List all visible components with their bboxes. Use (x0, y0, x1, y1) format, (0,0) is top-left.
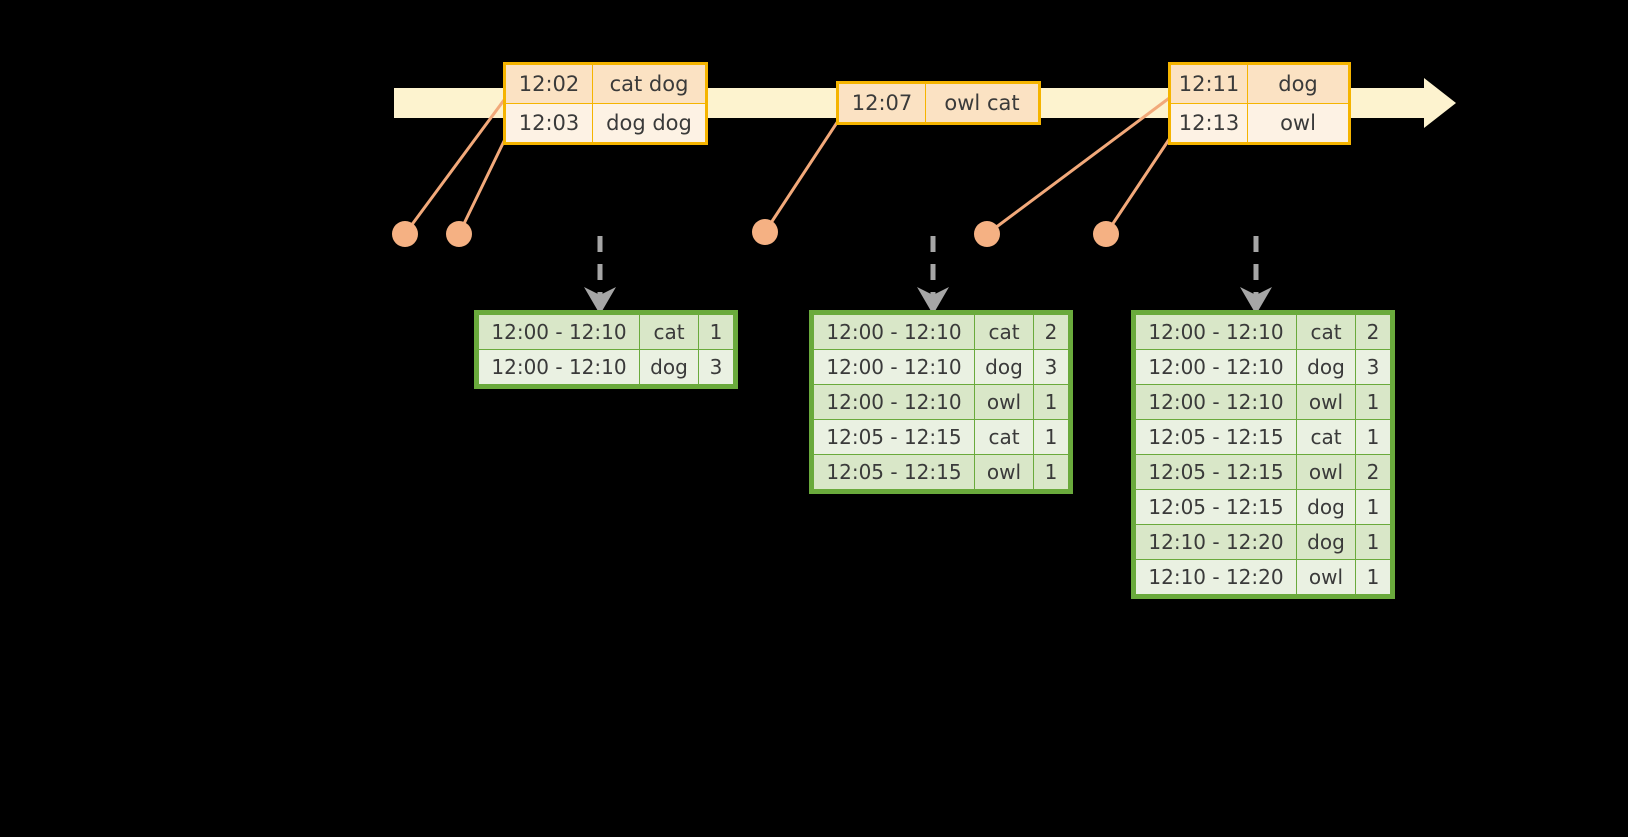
event-row: 12:11 dog (1169, 63, 1350, 104)
window-cell: 12:00 - 12:10 (1136, 315, 1296, 349)
count-cell: 1 (1356, 525, 1390, 559)
event-words: owl cat (925, 82, 1040, 124)
word-cell: dog (1297, 525, 1355, 559)
word-cell: owl (975, 385, 1033, 419)
word-cell: owl (1297, 385, 1355, 419)
word-cell: cat (975, 315, 1033, 349)
count-cell: 3 (1356, 350, 1390, 384)
count-cell: 1 (1356, 420, 1390, 454)
window-cell: 12:00 - 12:10 (1136, 385, 1296, 419)
count-cell: 1 (1356, 560, 1390, 594)
event-time: 12:07 (837, 82, 926, 124)
window-cell: 12:05 - 12:15 (814, 420, 974, 454)
event-words: owl (1247, 103, 1350, 144)
count-cell: 2 (1356, 315, 1390, 349)
event-box-1: 12:02 cat dog 12:03 dog dog (503, 62, 708, 145)
word-cell: cat (975, 420, 1033, 454)
event-marker-dot-3 (752, 219, 778, 245)
word-cell: owl (1297, 455, 1355, 489)
window-cell: 12:00 - 12:10 (479, 315, 639, 349)
word-cell: dog (975, 350, 1033, 384)
window-cell: 12:10 - 12:20 (1136, 560, 1296, 594)
event-box-2: 12:07 owl cat (836, 81, 1041, 125)
event-time: 12:03 (504, 103, 593, 144)
window-cell: 12:05 - 12:15 (814, 455, 974, 489)
window-cell: 12:00 - 12:10 (814, 350, 974, 384)
window-cell: 12:00 - 12:10 (479, 350, 639, 384)
event-row: 12:02 cat dog (504, 63, 707, 104)
count-cell: 3 (1034, 350, 1068, 384)
count-cell: 1 (699, 315, 733, 349)
window-cell: 12:05 - 12:15 (1136, 490, 1296, 524)
count-cell: 2 (1356, 455, 1390, 489)
word-cell: cat (1297, 315, 1355, 349)
word-cell: owl (1297, 560, 1355, 594)
event-marker-dot-5 (1093, 221, 1119, 247)
word-cell: owl (975, 455, 1033, 489)
event-words: dog dog (592, 103, 707, 144)
event-row: 12:07 owl cat (837, 82, 1040, 124)
window-cell: 12:10 - 12:20 (1136, 525, 1296, 559)
event-time: 12:02 (504, 63, 593, 104)
event-words: cat dog (592, 63, 707, 104)
word-cell: cat (640, 315, 698, 349)
event-marker-dot-2 (446, 221, 472, 247)
count-cell: 1 (1034, 420, 1068, 454)
window-cell: 12:05 - 12:15 (1136, 420, 1296, 454)
word-cell: dog (1297, 490, 1355, 524)
count-cell: 1 (1034, 455, 1068, 489)
count-cell: 1 (1034, 385, 1068, 419)
event-row: 12:03 dog dog (504, 103, 707, 144)
count-cell: 2 (1034, 315, 1068, 349)
event-marker-dot-1 (392, 221, 418, 247)
count-cell: 1 (1356, 490, 1390, 524)
word-cell: dog (640, 350, 698, 384)
word-cell: dog (1297, 350, 1355, 384)
window-cell: 12:00 - 12:10 (1136, 350, 1296, 384)
count-cell: 3 (699, 350, 733, 384)
window-cell: 12:05 - 12:15 (1136, 455, 1296, 489)
window-cell: 12:00 - 12:10 (814, 385, 974, 419)
count-cell: 1 (1356, 385, 1390, 419)
window-cell: 12:00 - 12:10 (814, 315, 974, 349)
event-marker-dot-4 (974, 221, 1000, 247)
event-words: dog (1247, 63, 1350, 104)
event-time: 12:11 (1169, 63, 1248, 104)
word-cell: cat (1297, 420, 1355, 454)
timeline-arrowhead-icon (1424, 78, 1456, 128)
event-box-3: 12:11 dog 12:13 owl (1168, 62, 1351, 145)
event-row: 12:13 owl (1169, 103, 1350, 144)
event-time: 12:13 (1169, 103, 1248, 144)
